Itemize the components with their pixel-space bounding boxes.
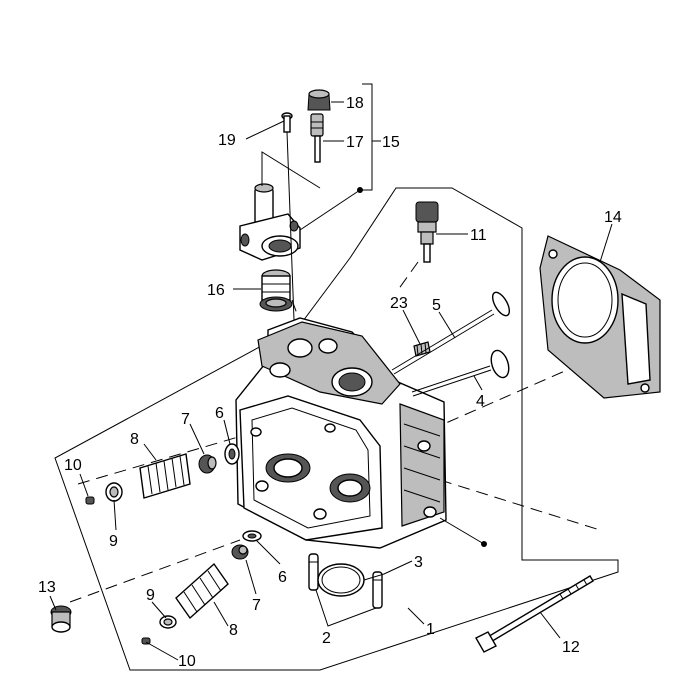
valve-axis-dashed-line-lower — [69, 539, 241, 603]
spring-retainer-lower — [159, 615, 177, 629]
valve-stem-seal-upper — [224, 443, 240, 465]
callout-13: 13 — [38, 579, 56, 596]
leader-6-lower — [255, 539, 281, 565]
leader-6-upper — [223, 419, 231, 445]
callout-10-upper: 10 — [64, 457, 82, 474]
callout-6-upper: 6 — [215, 405, 224, 422]
dowel-pin-left — [308, 553, 319, 591]
valve-axis-dashed-line — [77, 429, 263, 485]
leader-8-upper — [143, 443, 157, 461]
callout-3: 3 — [414, 554, 423, 571]
spring-seat-upper — [198, 454, 217, 474]
valve-spring-lower — [175, 562, 229, 620]
temperature-sender — [310, 113, 324, 163]
callout-dot-1 — [481, 541, 487, 547]
gasket-axis-dashed-line — [429, 359, 591, 431]
leader-19 — [245, 120, 285, 140]
callout-5: 5 — [432, 297, 441, 314]
leader-5 — [438, 311, 456, 339]
leader-14 — [599, 223, 613, 263]
callout-19: 19 — [218, 132, 236, 149]
callout-12: 12 — [562, 639, 580, 656]
callout-10-lower: 10 — [178, 653, 196, 670]
valve-stem-seal-lower — [242, 530, 262, 542]
spring-retainer-upper — [105, 482, 123, 502]
leader-7-upper — [189, 423, 205, 455]
leader-1 — [407, 607, 425, 625]
callout-17: 17 — [346, 134, 364, 151]
cylinder-head-assembly-boundary — [54, 187, 619, 671]
bracket-15 — [362, 83, 381, 191]
leader-3 — [363, 560, 413, 581]
exhaust-valve — [391, 291, 511, 375]
callout-9-upper: 9 — [109, 533, 118, 550]
callout-dot-15 — [357, 187, 363, 193]
callout-15: 15 — [382, 134, 400, 151]
callout-16: 16 — [207, 282, 225, 299]
thermostat-housing — [239, 183, 301, 261]
housing-bolt — [281, 112, 295, 321]
callout-11: 11 — [470, 227, 487, 244]
coolant-temperature-sensor — [415, 201, 439, 263]
callout-4: 4 — [476, 393, 485, 410]
sender-cap — [307, 89, 331, 111]
valve-keeper-lower — [141, 637, 151, 645]
callout-9-lower: 9 — [146, 587, 155, 604]
callout-1: 1 — [426, 621, 435, 638]
leader-2 — [315, 589, 377, 627]
callout-2: 2 — [322, 630, 331, 647]
bolt-axis-dashed-line — [439, 479, 601, 531]
sensor-axis-dashed-line — [397, 261, 419, 291]
callout-7-upper: 7 — [181, 411, 190, 428]
leader-10-upper — [79, 473, 89, 497]
leader-12 — [539, 611, 561, 639]
valve-keeper-upper — [85, 496, 95, 505]
dowel-pin-right — [372, 571, 383, 609]
leader-10-lower — [145, 641, 179, 661]
leader-13 — [49, 595, 57, 611]
o-ring — [317, 563, 365, 597]
callout-7-lower: 7 — [252, 597, 261, 614]
leader-4 — [473, 375, 483, 391]
callout-23: 23 — [390, 295, 408, 312]
intake-valve — [411, 349, 510, 397]
thermostat — [259, 269, 293, 312]
valve-spring-upper — [139, 453, 191, 499]
leader-8-lower — [213, 601, 229, 627]
callout-8-upper: 8 — [130, 431, 139, 448]
leader-1-dot — [439, 517, 485, 545]
cylinder-head — [235, 317, 447, 549]
drain-plug — [50, 605, 72, 633]
callout-18: 18 — [346, 95, 364, 112]
spring-seat-lower — [231, 544, 249, 560]
callout-6-lower: 6 — [278, 569, 287, 586]
leader-15-housing — [261, 151, 321, 189]
callout-14: 14 — [604, 209, 622, 226]
leader-23 — [402, 309, 421, 345]
leader-9-lower — [151, 601, 167, 619]
leader-9-upper — [113, 499, 117, 531]
leader-15-dot — [299, 189, 361, 231]
head-gasket — [539, 235, 661, 399]
callout-8-lower: 8 — [229, 622, 238, 639]
leader-7-lower — [245, 559, 257, 595]
cylinder-head-bolt — [475, 575, 594, 653]
